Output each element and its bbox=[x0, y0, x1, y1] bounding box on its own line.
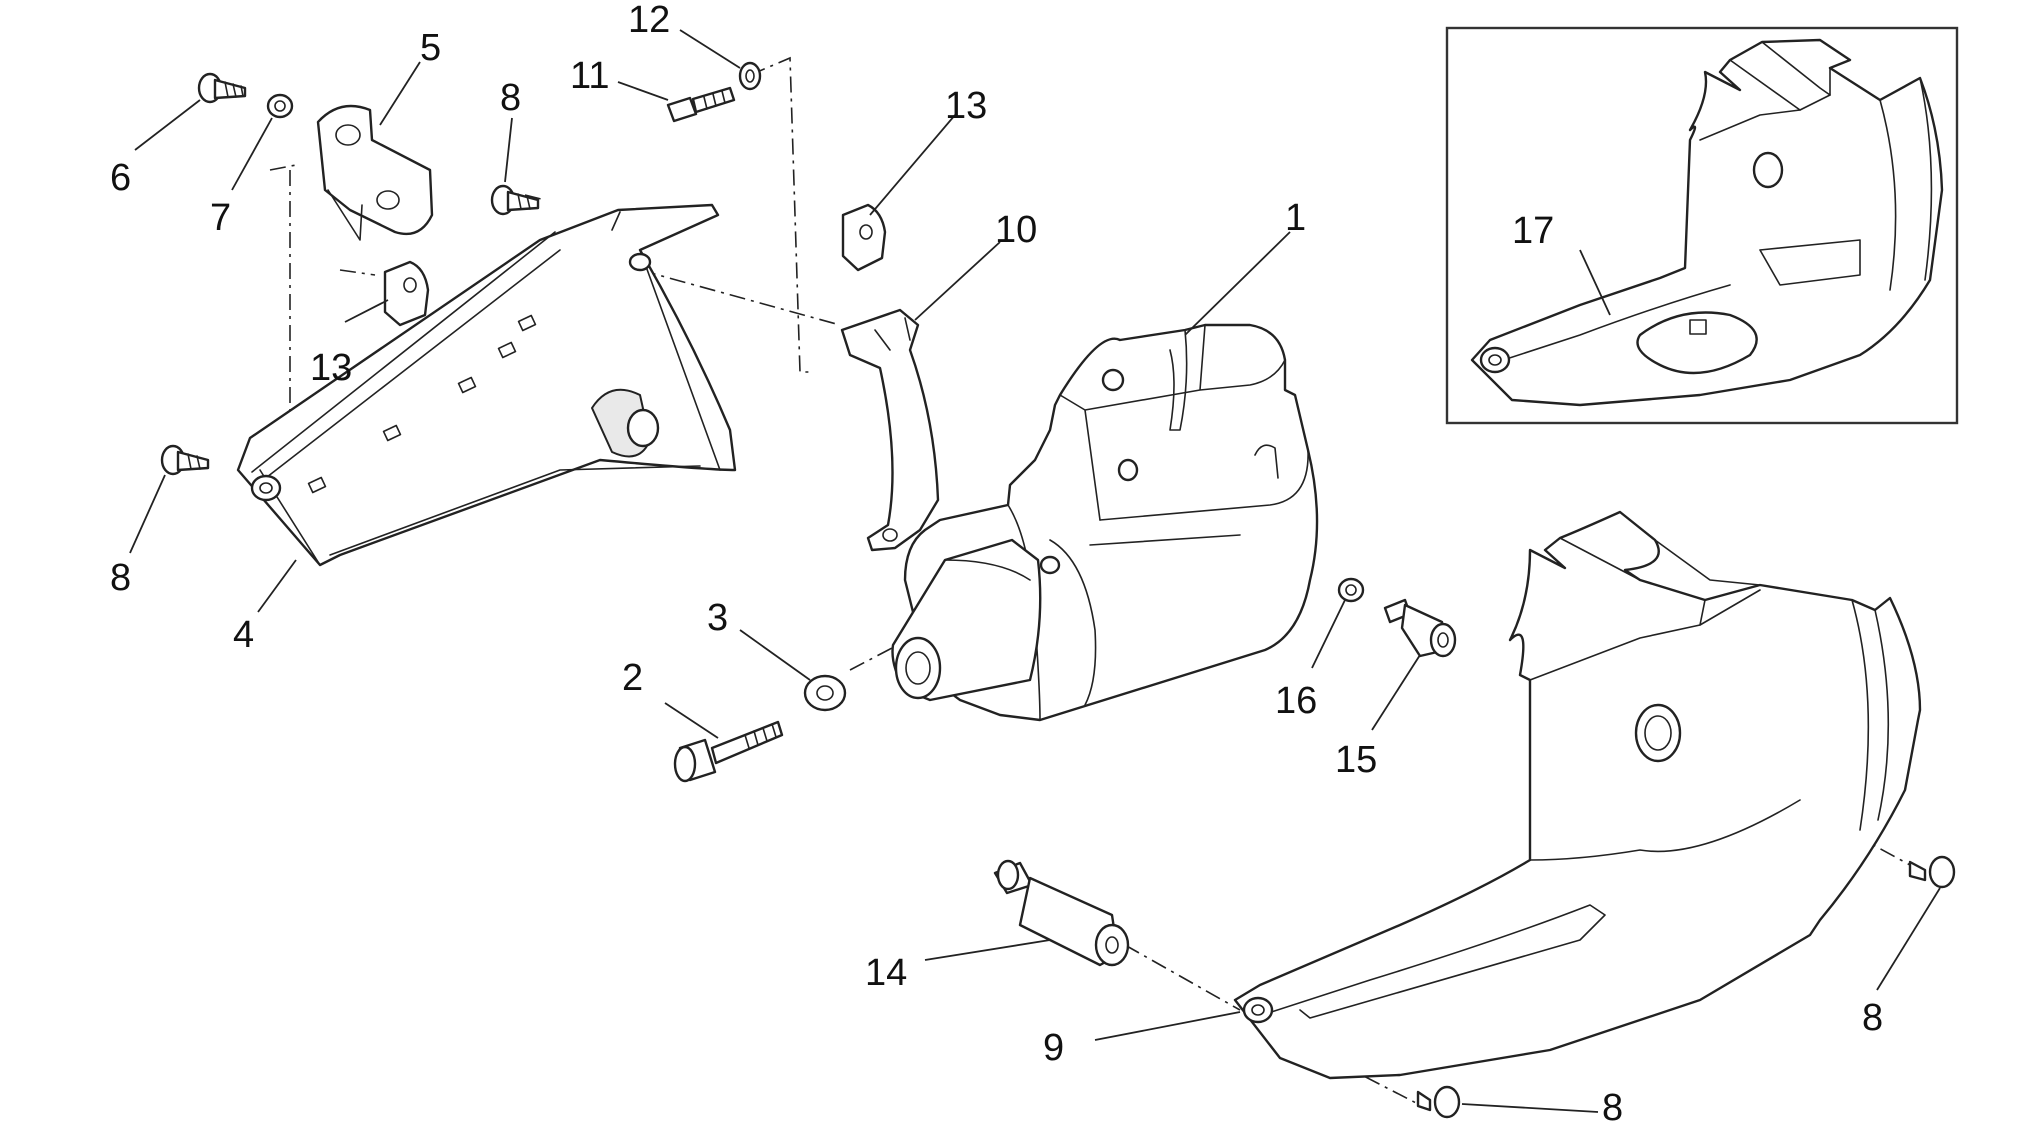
detail-inset bbox=[1445, 26, 1959, 425]
leader-9 bbox=[1094, 1011, 1241, 1041]
callout-17: 17 bbox=[1512, 210, 1554, 252]
part-screw-8-right bbox=[1908, 855, 1956, 889]
part-washer-7 bbox=[266, 93, 294, 119]
inset-frame bbox=[1445, 26, 1959, 425]
callout-8-left: 8 bbox=[110, 557, 131, 599]
part-bracket bbox=[316, 104, 434, 241]
part-clip-left bbox=[383, 260, 430, 327]
leader-11 bbox=[617, 81, 669, 101]
part-screw-8-left bbox=[160, 444, 210, 476]
part-screw-8-top bbox=[490, 184, 540, 216]
callout-8-top: 8 bbox=[500, 77, 521, 119]
part-bolt-2 bbox=[673, 720, 784, 783]
callout-2: 2 bbox=[622, 657, 643, 699]
callout-16: 16 bbox=[1275, 680, 1317, 722]
leader-13b bbox=[869, 114, 956, 216]
callout-labels: 1 2 3 4 5 6 7 8 8 8 8 9 10 11 12 13 13 1… bbox=[110, 0, 1883, 1124]
leader-8b bbox=[129, 474, 166, 554]
leader-3 bbox=[739, 629, 811, 681]
part-cover-upper bbox=[236, 203, 737, 567]
leader-10 bbox=[914, 241, 1001, 321]
callout-4: 4 bbox=[233, 614, 254, 656]
leader-15 bbox=[1371, 654, 1421, 731]
callout-15: 15 bbox=[1335, 739, 1377, 781]
leader-8d bbox=[1461, 1103, 1599, 1113]
part-washer-3 bbox=[803, 674, 847, 712]
leader-1 bbox=[1184, 231, 1291, 336]
leader-16 bbox=[1311, 599, 1346, 669]
leader-12 bbox=[679, 29, 741, 69]
callout-14: 14 bbox=[865, 952, 907, 994]
part-washer-12 bbox=[738, 61, 762, 91]
leader-13a bbox=[344, 299, 389, 323]
leader-7 bbox=[231, 117, 273, 191]
callout-13-right: 13 bbox=[945, 85, 987, 127]
part-spacer-15 bbox=[1383, 598, 1457, 658]
leader-8c bbox=[1876, 887, 1941, 991]
callout-6: 6 bbox=[110, 157, 131, 199]
leader-2 bbox=[664, 702, 719, 739]
callout-3: 3 bbox=[707, 597, 728, 639]
leader-17 bbox=[1579, 249, 1611, 316]
callout-8-right: 8 bbox=[1862, 997, 1883, 1039]
part-screw-11 bbox=[666, 86, 736, 123]
callout-10: 10 bbox=[995, 209, 1037, 251]
leader-6 bbox=[134, 99, 201, 151]
leader-5 bbox=[379, 61, 421, 126]
part-clip-right bbox=[841, 203, 887, 272]
part-screw-6 bbox=[197, 72, 247, 104]
part-starter-motor bbox=[891, 323, 1319, 722]
part-strap bbox=[840, 308, 940, 552]
callout-1: 1 bbox=[1285, 197, 1306, 239]
leader-14 bbox=[924, 939, 1051, 961]
callout-5: 5 bbox=[420, 27, 441, 69]
leader-4 bbox=[257, 559, 297, 613]
callout-8-bottom: 8 bbox=[1602, 1087, 1623, 1124]
callout-13-left: 13 bbox=[310, 347, 352, 389]
callout-9: 9 bbox=[1043, 1027, 1064, 1069]
callout-12: 12 bbox=[628, 0, 670, 41]
part-screw-8-bottom bbox=[1416, 1085, 1461, 1119]
leader-8a bbox=[504, 117, 513, 183]
leader-lines bbox=[129, 29, 1941, 1113]
part-spacer-14 bbox=[993, 859, 1130, 967]
callout-11: 11 bbox=[570, 55, 609, 97]
part-cover-lower bbox=[1233, 510, 1922, 1080]
part-washer-16 bbox=[1337, 577, 1365, 603]
callout-7: 7 bbox=[210, 197, 231, 239]
